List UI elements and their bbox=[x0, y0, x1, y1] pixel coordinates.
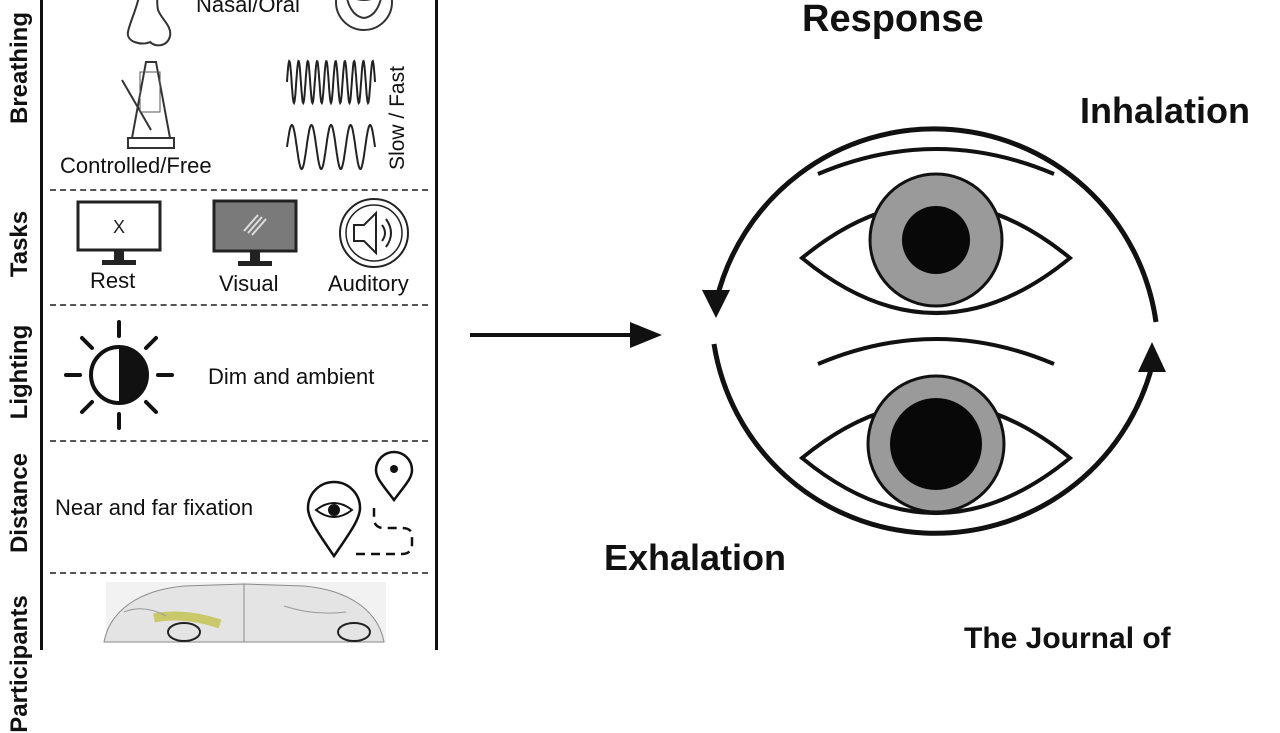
metronome-icon bbox=[121, 61, 175, 149]
location-pin-icon bbox=[374, 450, 414, 503]
control-label: Controlled/Free bbox=[60, 153, 212, 178]
route-label: Nasal/Oral bbox=[196, 0, 300, 17]
dilated-eye-icon bbox=[798, 337, 1074, 515]
visual-label: Visual bbox=[219, 271, 279, 296]
speed-label: Slow / Fast bbox=[386, 66, 409, 170]
divider bbox=[50, 572, 428, 574]
section-label-distance: Distance bbox=[6, 452, 33, 554]
half-sun-icon bbox=[64, 320, 174, 430]
rest-screen-text: X bbox=[113, 217, 125, 237]
rest-label: Rest bbox=[90, 268, 136, 293]
lighting-label: Dim and ambient bbox=[208, 364, 375, 389]
divider bbox=[50, 189, 428, 191]
eye-pin-icon bbox=[306, 480, 414, 559]
response-title: Response bbox=[802, 0, 984, 40]
inhalation-label: Inhalation bbox=[1080, 90, 1250, 131]
arrow-right-icon bbox=[470, 322, 662, 348]
auditory-label: Auditory bbox=[328, 271, 409, 296]
grating-monitor-icon bbox=[212, 199, 298, 266]
slow-wave-icon bbox=[286, 123, 376, 171]
divider bbox=[50, 440, 428, 442]
section-label-lighting: Lighting bbox=[6, 324, 33, 420]
breathing-cycle-arrows bbox=[702, 126, 1166, 536]
speaker-icon bbox=[339, 198, 409, 268]
exhalation-label: Exhalation bbox=[604, 537, 787, 578]
constricted-eye-icon bbox=[798, 147, 1074, 315]
journal-text: The Journal of bbox=[964, 622, 1171, 655]
brain-scan-image bbox=[103, 582, 386, 643]
divider bbox=[50, 304, 428, 306]
section-label-breathing: Breathing bbox=[6, 11, 33, 125]
distance-label: Near and far fixation bbox=[55, 495, 254, 520]
conditions-panel bbox=[40, 0, 438, 650]
section-label-participants: Participants bbox=[6, 595, 33, 733]
monitor-icon: X bbox=[76, 200, 162, 265]
nose-icon bbox=[126, 0, 172, 47]
section-label-tasks: Tasks bbox=[6, 210, 33, 278]
fast-wave-icon bbox=[286, 59, 376, 106]
mouth-icon bbox=[335, 0, 393, 31]
